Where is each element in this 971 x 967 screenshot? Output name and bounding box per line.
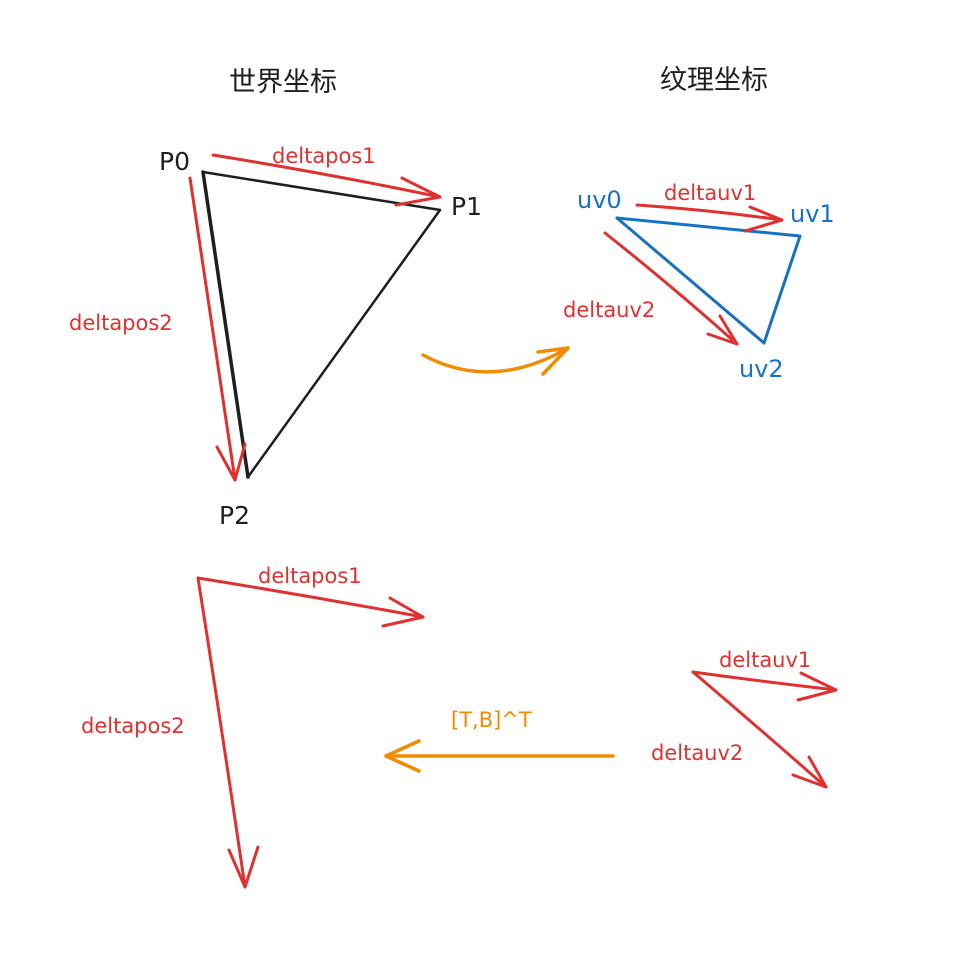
edge-p1-p2 [246,208,442,479]
deltapos2-head [215,442,247,482]
bottom-deltauv1-arrow [691,670,838,702]
edge-p2-p0 [201,170,250,479]
bottom-deltapos2-shaft [196,576,247,889]
deltauv1-shaft [635,203,784,222]
bottom-deltapos2-label: deltapos2 [81,714,185,738]
bottom-deltauv1-head [796,671,838,702]
point-p1-label: P1 [451,192,482,221]
deltauv2-arrow [603,231,739,346]
world-coords-title: 世界坐标 [229,67,337,98]
deltauv1-head [743,205,784,233]
bottom-deltauv2-head [791,755,828,789]
deltapos1-arrow [211,153,442,207]
deltauv2-shaft [603,231,739,346]
bottom-deltapos1-shaft [196,576,425,619]
deltauv1-label: deltauv1 [664,181,756,205]
world-triangle [201,170,442,479]
mapping-curve-shaft [421,346,570,374]
bottom-deltauv1-shaft [691,670,838,692]
bottom-deltapos2-head [227,845,260,889]
point-p2-label: P2 [219,501,250,530]
bottom-deltapos1-arrow [196,576,425,628]
point-uv0-label: uv0 [577,186,622,214]
edge-uv2-uv0 [615,216,766,345]
bottom-deltapos2-arrow [196,576,260,889]
deltapos2-label: deltapos2 [69,311,173,335]
transform-arrow-head [384,739,421,773]
bottom-deltapos1-label: deltapos1 [258,564,362,588]
transform-arrow [384,739,615,773]
bottom-deltauv2-label: deltauv2 [651,741,743,765]
deltapos1-shaft [211,153,442,199]
point-uv1-label: uv1 [790,200,835,228]
deltapos2-shaft [188,176,237,482]
deltapos2-arrow [188,176,247,482]
deltapos1-head [394,176,442,207]
bottom-deltauv1-label: deltauv1 [719,648,811,672]
transform-label: [T,B]^T [451,708,532,732]
edge-uv0-uv1 [615,216,802,238]
deltauv2-head [706,314,739,346]
bottom-deltauv2-arrow [691,670,828,789]
bottom-deltauv2-shaft [691,670,828,789]
edge-uv1-uv2 [762,234,802,345]
point-uv2-label: uv2 [739,355,784,383]
deltauv2-label: deltauv2 [563,298,655,322]
texture-coords-title: 纹理坐标 [660,65,768,96]
point-p0-label: P0 [159,147,190,176]
bottom-deltapos1-head [381,596,425,628]
texture-triangle [615,216,802,345]
deltauv1-arrow [635,203,784,233]
deltapos1-label: deltapos1 [272,144,376,168]
mapping-curved-arrow [421,346,570,376]
mapping-curve-head [536,346,570,376]
